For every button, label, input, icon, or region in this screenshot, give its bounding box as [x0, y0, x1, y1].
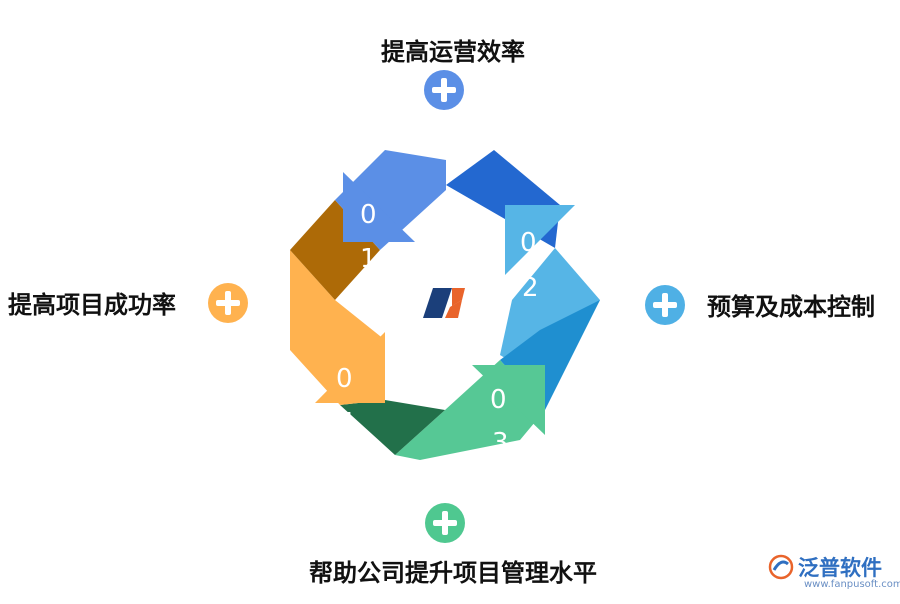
step-03-digit-0: 0: [490, 385, 507, 415]
step-02-digit-1: 2: [522, 273, 539, 303]
company-logo-icon: [423, 288, 465, 318]
label-bottom: 帮助公司提升项目管理水平: [309, 559, 597, 587]
step-01-digit-0: 0: [360, 200, 377, 230]
plus-icon-left: [208, 283, 248, 323]
label-top: 提高运营效率: [381, 38, 525, 66]
label-left: 提高项目成功率: [8, 291, 176, 319]
plus-icon-right: [645, 285, 685, 325]
brand-url: www.fanpusoft.com: [804, 579, 900, 590]
label-right: 预算及成本控制: [707, 293, 875, 321]
brand-watermark: 泛普软件: [768, 552, 882, 582]
step-01-digit-1: 1: [360, 244, 377, 274]
step-04-digit-0: 0: [336, 364, 353, 394]
arrow-head-top: [343, 172, 415, 242]
step-03-digit-1: 3: [492, 428, 509, 458]
plus-icon-top: [424, 70, 464, 110]
band-bottom-dark: [340, 400, 445, 455]
plus-icon-bottom: [425, 503, 465, 543]
arrow-head-right: [505, 205, 575, 275]
brand-name: 泛普软件: [798, 556, 882, 580]
arrow-head-left: [315, 332, 385, 403]
arrow-head-bottom: [472, 365, 545, 435]
step-04-digit-1: 4: [338, 408, 355, 438]
step-02-digit-0: 0: [520, 228, 537, 258]
brand-logo-icon: [768, 554, 794, 580]
